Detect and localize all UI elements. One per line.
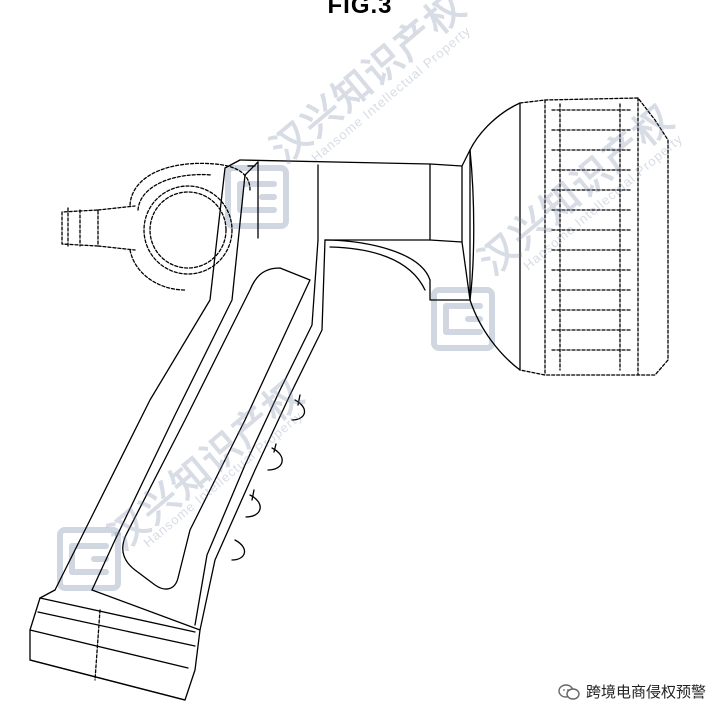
trigger-area	[324, 239, 471, 301]
watermark-logo	[431, 287, 495, 351]
watermark-logo	[57, 527, 121, 591]
handle	[54, 159, 326, 631]
handle-base	[29, 589, 201, 701]
rear-cap	[129, 162, 251, 291]
figure-title: FIG.3	[327, 0, 393, 19]
head-body	[239, 149, 471, 301]
footer-account-label: 跨境电商侵权预警	[585, 684, 706, 701]
spray-head	[519, 97, 669, 376]
nozzle-flare	[469, 102, 521, 371]
watermark-logo	[225, 165, 289, 229]
watermark-logos	[57, 165, 495, 591]
wechat-icon	[558, 683, 580, 700]
rear-connector	[61, 205, 136, 251]
footer-account[interactable]: 跨境电商侵权预警	[558, 681, 706, 702]
